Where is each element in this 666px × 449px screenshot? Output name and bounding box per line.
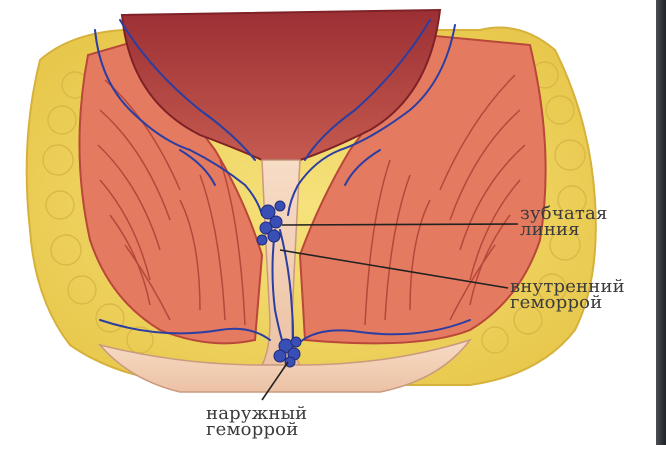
label-internal-hemorrhoid-2: геморрой xyxy=(510,295,625,311)
slide-frame-edge xyxy=(656,0,666,445)
label-external-hemorrhoid: наружный геморрой xyxy=(206,406,307,438)
label-internal-hemorrhoid: внутренний геморрой xyxy=(510,279,625,311)
label-external-hemorrhoid-2: геморрой xyxy=(206,422,307,438)
label-dentate-line-2: линия xyxy=(520,222,608,238)
dentate-line-pointer xyxy=(282,224,518,225)
label-dentate-line: зубчатая линия xyxy=(520,206,608,238)
